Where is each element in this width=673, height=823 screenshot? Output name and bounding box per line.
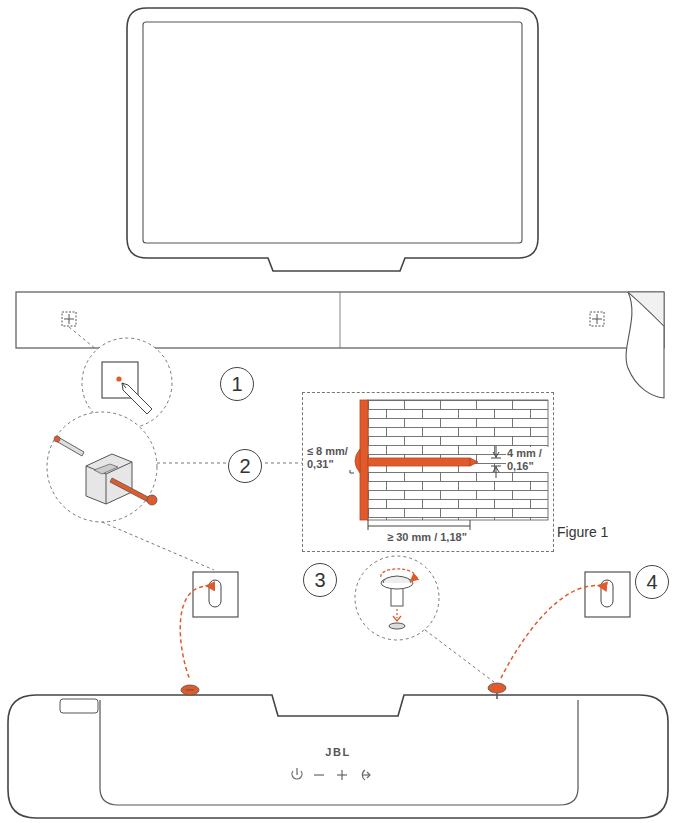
callout-number: 1 bbox=[220, 367, 254, 401]
brand-logo: JBL bbox=[325, 746, 350, 758]
screw-detail bbox=[355, 556, 494, 682]
callout-number: 2 bbox=[228, 449, 262, 483]
dimension-label: ≥ 30 mm / 1,18" bbox=[361, 531, 493, 544]
marking-detail bbox=[69, 327, 172, 428]
tv bbox=[127, 8, 538, 271]
callout-number-text: 2 bbox=[239, 456, 250, 476]
dimension-label: ≤ 8 mm/ 0,31" bbox=[306, 445, 354, 470]
wall-bracket bbox=[180, 572, 630, 680]
callout-number-text: 1 bbox=[231, 374, 242, 394]
callout-number-text: 4 bbox=[646, 572, 657, 592]
anchor-detail bbox=[47, 412, 302, 570]
soundbar bbox=[8, 683, 668, 818]
dimension-box: ≤ 8 mm/ 0,31" 4 mm / 0,16" ≥ 30 mm / 1,18" bbox=[302, 392, 554, 552]
callout-number-text: 3 bbox=[314, 570, 325, 590]
callout-number: 4 bbox=[635, 565, 669, 599]
callout-number: 3 bbox=[303, 563, 337, 597]
dimension-label: 4 mm / 0,16" bbox=[506, 447, 552, 472]
figure-label: Figure 1 bbox=[557, 524, 608, 540]
